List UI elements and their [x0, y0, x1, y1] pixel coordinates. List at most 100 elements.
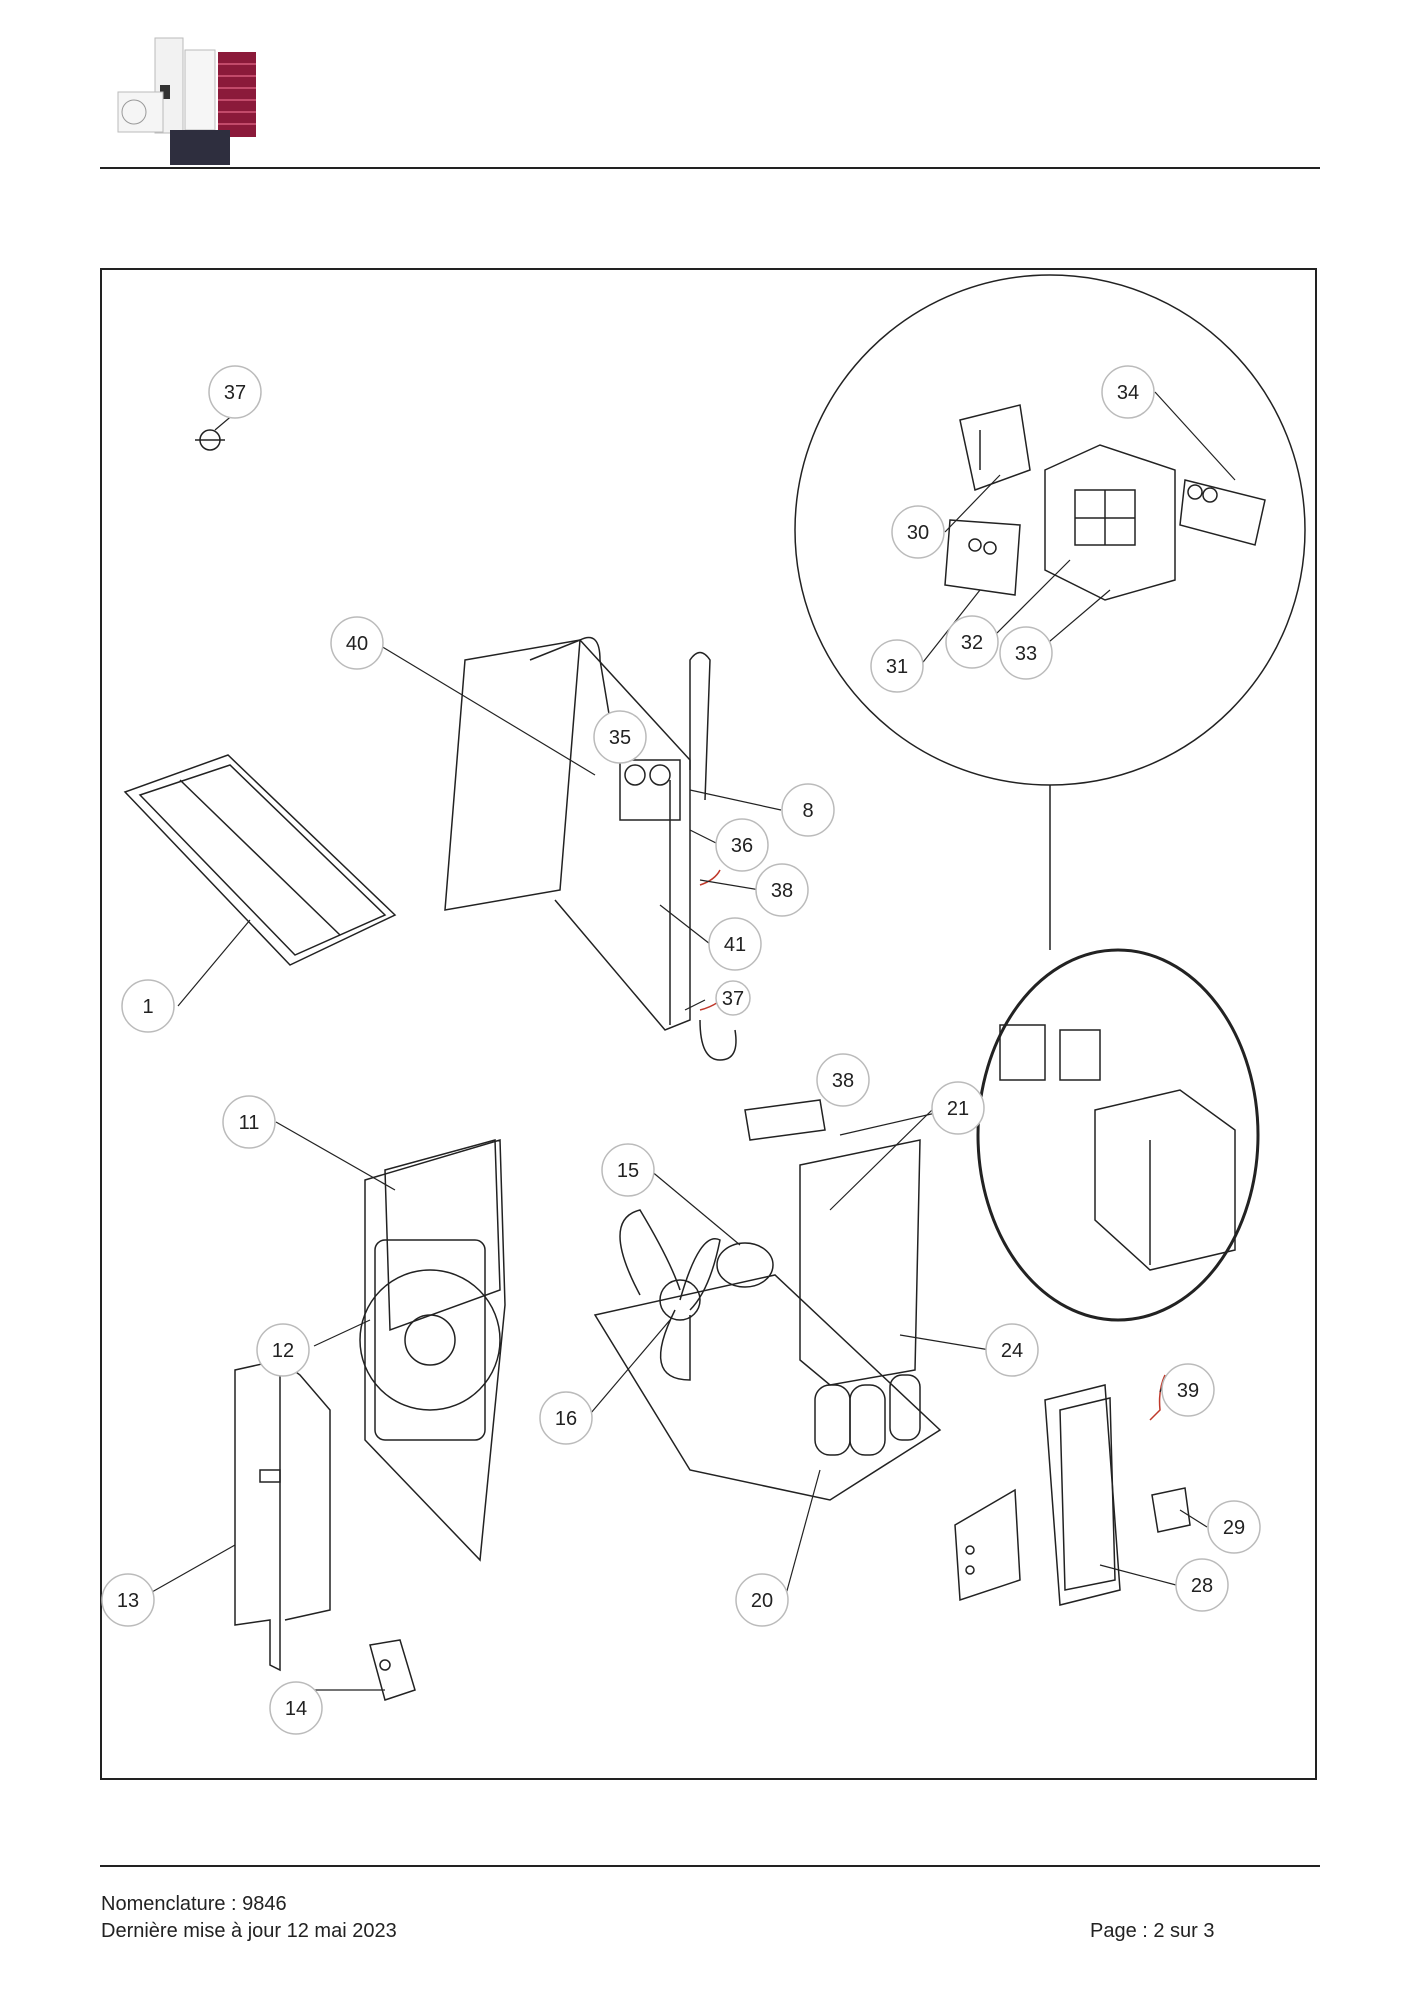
- callout-circle: [1161, 1363, 1215, 1417]
- callout-label: 12: [272, 1340, 294, 1362]
- part-37-screw-icon: [195, 429, 225, 451]
- callout-circle: [101, 1573, 155, 1627]
- callout-20: 20: [735, 1573, 789, 1627]
- callout-circle: [593, 710, 647, 764]
- callout-label: 31: [886, 656, 908, 678]
- callout-circle: [269, 1681, 323, 1735]
- callout-label: 39: [1177, 1380, 1199, 1402]
- part-14-handle-icon: [369, 1639, 416, 1701]
- callout-circle: [601, 1143, 655, 1197]
- brand-logo: [100, 30, 275, 172]
- part-20-base-frame-icon: [593, 1099, 942, 1501]
- callout-circle: [1175, 1558, 1229, 1612]
- part-8-valve-assembly-icon: [619, 759, 681, 821]
- callout-35: 35: [593, 710, 647, 764]
- part-13-side-panel-icon: [234, 1359, 331, 1672]
- callout-32: 32: [945, 615, 999, 669]
- callout-label: 20: [751, 1590, 773, 1612]
- callout-circle: [208, 365, 262, 419]
- page-number: Page : 2 sur 3: [1090, 1920, 1215, 1942]
- callout-37: 37: [715, 980, 751, 1016]
- callout-36: 36: [715, 818, 769, 872]
- callout-39: 39: [1161, 1363, 1215, 1417]
- callout-circle: [816, 1053, 870, 1107]
- callout-circle: [222, 1095, 276, 1149]
- callout-label: 38: [832, 1070, 854, 1092]
- callout-16: 16: [539, 1391, 593, 1445]
- callout-circle: [735, 1573, 789, 1627]
- callout-label: 37: [722, 988, 744, 1010]
- part-1-top-panel-icon: [123, 754, 397, 966]
- callout-circle: [256, 1323, 310, 1377]
- callout-31: 31: [870, 639, 924, 693]
- callout-14: 14: [269, 1681, 323, 1735]
- callout-label: 41: [724, 934, 746, 956]
- callout-label: 8: [802, 800, 813, 822]
- controller-parts-icon: [999, 1024, 1236, 1271]
- callout-30: 30: [891, 505, 945, 559]
- callout-13: 13: [101, 1573, 155, 1627]
- callout-15: 15: [601, 1143, 655, 1197]
- callout-label: 28: [1191, 1575, 1213, 1597]
- callout-12: 12: [256, 1323, 310, 1377]
- footer-rule: [100, 1865, 1320, 1867]
- callout-label: 36: [731, 835, 753, 857]
- callout-34: 34: [1101, 365, 1155, 419]
- callout-circle: [891, 505, 945, 559]
- callout-37: 37: [208, 365, 262, 419]
- part-31-pcb-icon: [944, 519, 1021, 596]
- callout-41: 41: [708, 917, 762, 971]
- callout-label: 11: [239, 1112, 260, 1134]
- callout-38: 38: [755, 863, 809, 917]
- last-updated-text: Dernière mise à jour 12 mai 2023: [101, 1920, 397, 1942]
- callout-circle: [870, 639, 924, 693]
- callout-40: 40: [330, 616, 384, 670]
- callout-29: 29: [1207, 1500, 1261, 1554]
- part-16-propeller-icon: [619, 1209, 721, 1381]
- callout-circle: [931, 1081, 985, 1135]
- detail-circle-electrical-box: [794, 274, 1306, 786]
- callout-label: 24: [1001, 1340, 1023, 1362]
- part-30-cover-icon: [959, 404, 1031, 491]
- callout-label: 38: [771, 880, 793, 902]
- callout-label: 13: [117, 1590, 139, 1612]
- callout-label: 35: [609, 727, 631, 749]
- callout-circle: [539, 1391, 593, 1445]
- callout-label: 29: [1223, 1517, 1245, 1539]
- callout-label: 40: [346, 633, 368, 655]
- part-34-pcb-icon: [1179, 479, 1266, 546]
- callout-label: 37: [224, 382, 246, 404]
- callout-28: 28: [1175, 1558, 1229, 1612]
- part-29-label-icon: [1151, 1487, 1191, 1533]
- leader-lines: [151, 391, 1236, 1691]
- callout-label: 33: [1015, 643, 1037, 665]
- callout-label: 15: [617, 1160, 639, 1182]
- callout-circle: [708, 917, 762, 971]
- header-rule: [100, 167, 1320, 169]
- callout-label: 30: [907, 522, 929, 544]
- callout-circle: [755, 863, 809, 917]
- callout-8: 8: [781, 783, 835, 837]
- part-coil-heat-exchanger-icon: [444, 636, 737, 1061]
- callout-circle: [121, 979, 175, 1033]
- nomenclature-text: Nomenclature : 9846: [101, 1893, 287, 1915]
- callout-label: 16: [555, 1408, 577, 1430]
- part-28-side-panel-icon: [954, 1384, 1121, 1606]
- callout-label: 32: [961, 632, 983, 654]
- callout-group: 37 34 30 40 31 32 33 35 8 36 38 41 1 37 38 21 11 15 12 24 16…: [101, 365, 1261, 1735]
- callout-24: 24: [985, 1323, 1039, 1377]
- detail-ellipse-controller: [976, 948, 1260, 1322]
- callout-label: 21: [947, 1098, 969, 1120]
- part-20-compressor-icon: [814, 1374, 921, 1456]
- red-wire-accents: [619, 751, 731, 1011]
- callout-circle: [781, 783, 835, 837]
- callout-label: 1: [142, 996, 153, 1018]
- part-15-fan-motor-icon: [716, 1242, 774, 1288]
- callout-circle: [985, 1323, 1039, 1377]
- callout-circle: [330, 616, 384, 670]
- callout-21: 21: [931, 1081, 985, 1135]
- callout-33: 33: [999, 626, 1053, 680]
- part-32-electrical-box-icon: [1044, 444, 1176, 601]
- callout-circle: [715, 818, 769, 872]
